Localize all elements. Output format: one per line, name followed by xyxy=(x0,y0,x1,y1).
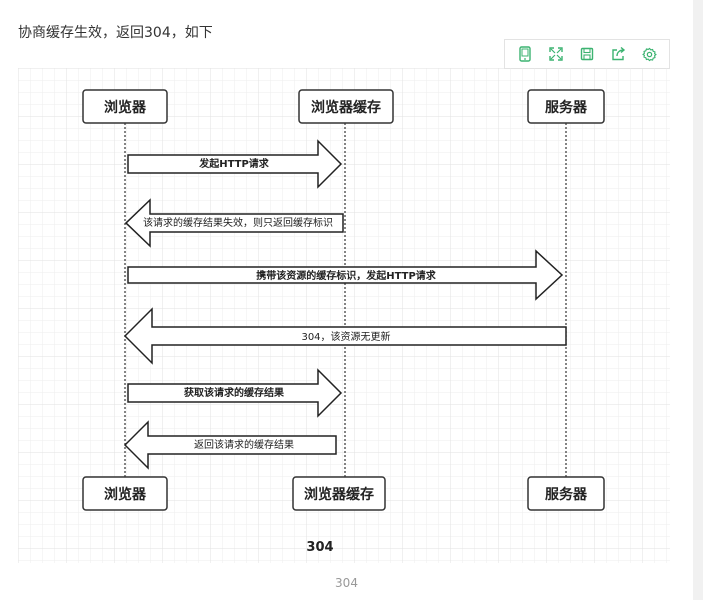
message-arrow-3: 携带该资源的缓存标识，发起HTTP请求 xyxy=(127,249,564,301)
actor-label: 浏览器 xyxy=(104,486,147,503)
actor-bottom-server: 服务器 xyxy=(527,476,605,511)
actor-label: 浏览器缓存 xyxy=(311,99,381,116)
message-label: 获取该请求的缓存结果 xyxy=(183,386,285,399)
message-arrow-4: 304，该资源无更新 xyxy=(123,307,567,365)
image-caption: 304 xyxy=(335,576,358,590)
actor-top-cache: 浏览器缓存 xyxy=(298,89,394,124)
message-label: 304，该资源无更新 xyxy=(301,330,390,343)
message-label: 携带该资源的缓存标识，发起HTTP请求 xyxy=(256,269,437,282)
actor-top-server: 服务器 xyxy=(527,89,605,124)
diagram-title: 304 xyxy=(306,540,333,555)
mobile-icon[interactable] xyxy=(516,45,534,63)
actor-top-browser: 浏览器 xyxy=(82,89,168,124)
intro-text: 协商缓存生效，返回304，如下 xyxy=(18,25,213,41)
message-arrow-2: 该请求的缓存结果失效，则只返回缓存标识 xyxy=(124,198,344,248)
actor-label: 服务器 xyxy=(545,99,588,116)
message-label: 返回该请求的缓存结果 xyxy=(194,438,294,451)
settings-icon[interactable] xyxy=(640,45,658,63)
save-icon[interactable] xyxy=(578,45,596,63)
diagram-toolbar xyxy=(504,39,670,69)
message-arrow-6: 返回该请求的缓存结果 xyxy=(123,420,337,470)
share-icon[interactable] xyxy=(609,45,627,63)
message-label: 发起HTTP请求 xyxy=(198,157,270,170)
actor-bottom-cache: 浏览器缓存 xyxy=(292,476,386,511)
actor-label: 服务器 xyxy=(545,486,588,503)
fullscreen-icon[interactable] xyxy=(547,45,565,63)
actor-label: 浏览器缓存 xyxy=(304,486,374,503)
actor-bottom-browser: 浏览器 xyxy=(82,476,168,511)
actor-label: 浏览器 xyxy=(104,99,147,116)
message-arrow-5: 获取该请求的缓存结果 xyxy=(127,368,343,418)
sequence-diagram: 浏览器 浏览器缓存 服务器 发起HTTP请求 该请求的缓存结果失效，则只返回缓存… xyxy=(18,68,670,563)
message-label: 该请求的缓存结果失效，则只返回缓存标识 xyxy=(143,216,333,229)
scrollbar[interactable] xyxy=(693,0,703,600)
message-arrow-1: 发起HTTP请求 xyxy=(127,139,343,189)
